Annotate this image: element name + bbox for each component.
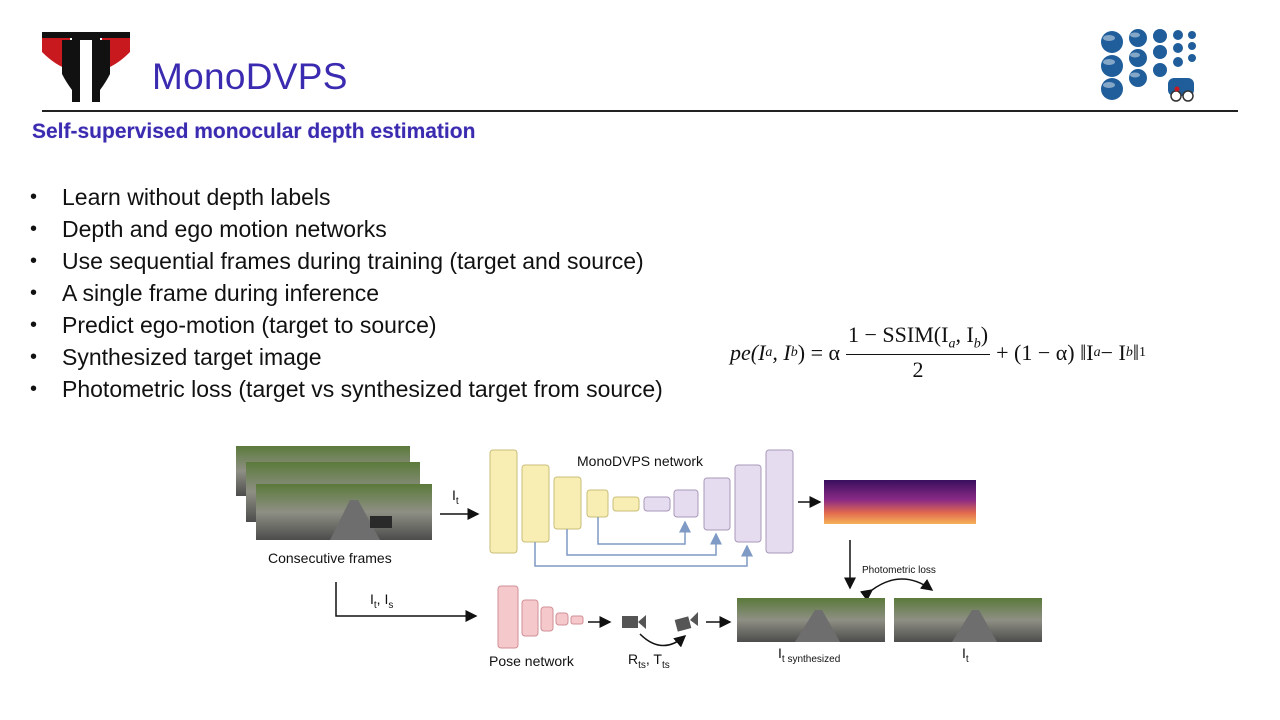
section-subtitle: Self-supervised monocular depth estimati… xyxy=(32,120,476,143)
bullet-item: •Photometric loss (target vs synthesized… xyxy=(30,376,663,402)
bullet-item: •A single frame during inference xyxy=(30,280,380,306)
photometric-loss-label: Photometric loss xyxy=(862,565,936,576)
bullet-text: Learn without depth labels xyxy=(62,184,331,210)
synthesized-label: It synthesized xyxy=(778,645,840,665)
bullet-text: Synthesized target image xyxy=(62,344,322,370)
bullet-item: •Learn without depth labels xyxy=(30,184,331,210)
camera-icon xyxy=(674,612,698,632)
bullet-item: •Predict ego-motion (target to source) xyxy=(30,312,437,338)
university-logo xyxy=(42,32,130,102)
target-label: It xyxy=(962,645,969,665)
pose-network xyxy=(497,585,584,649)
bullet-item: •Synthesized target image xyxy=(30,344,322,370)
bullet-text: A single frame during inference xyxy=(62,280,380,306)
synthesized-target-image xyxy=(737,598,885,642)
monodvps-network-label: MonoDVPS network xyxy=(577,453,704,469)
bullet-text: Predict ego-motion (target to source) xyxy=(62,312,437,338)
bullet-list: •Learn without depth labels •Depth and e… xyxy=(30,181,663,405)
it-label: It xyxy=(452,487,459,507)
camera-icon xyxy=(622,615,646,629)
architecture-diagram: Consecutive frames It MonoDVPS network P… xyxy=(236,446,1042,671)
depth-map-output xyxy=(824,480,976,524)
lab-logo xyxy=(1101,29,1196,102)
page-title: MonoDVPS xyxy=(152,56,348,97)
bullet-text: Depth and ego motion networks xyxy=(62,216,387,242)
it-is-label: It, Is xyxy=(370,591,393,611)
rts-tts-label: Rts, Tts xyxy=(628,651,670,671)
bullet-text: Use sequential frames during training (t… xyxy=(62,248,644,274)
bullet-text: Photometric loss (target vs synthesized … xyxy=(62,376,663,402)
pose-network-label: Pose network xyxy=(489,653,575,669)
monodvps-network xyxy=(489,449,794,567)
formula-fraction: 1 − SSIM(Ia, Ib) 2 xyxy=(846,322,991,383)
bullet-item: •Use sequential frames during training (… xyxy=(30,248,644,274)
bullet-item: •Depth and ego motion networks xyxy=(30,216,387,242)
target-image xyxy=(894,598,1042,642)
consecutive-frames-label: Consecutive frames xyxy=(268,550,392,566)
header-divider xyxy=(42,110,1238,112)
consecutive-frames-image xyxy=(236,446,432,540)
